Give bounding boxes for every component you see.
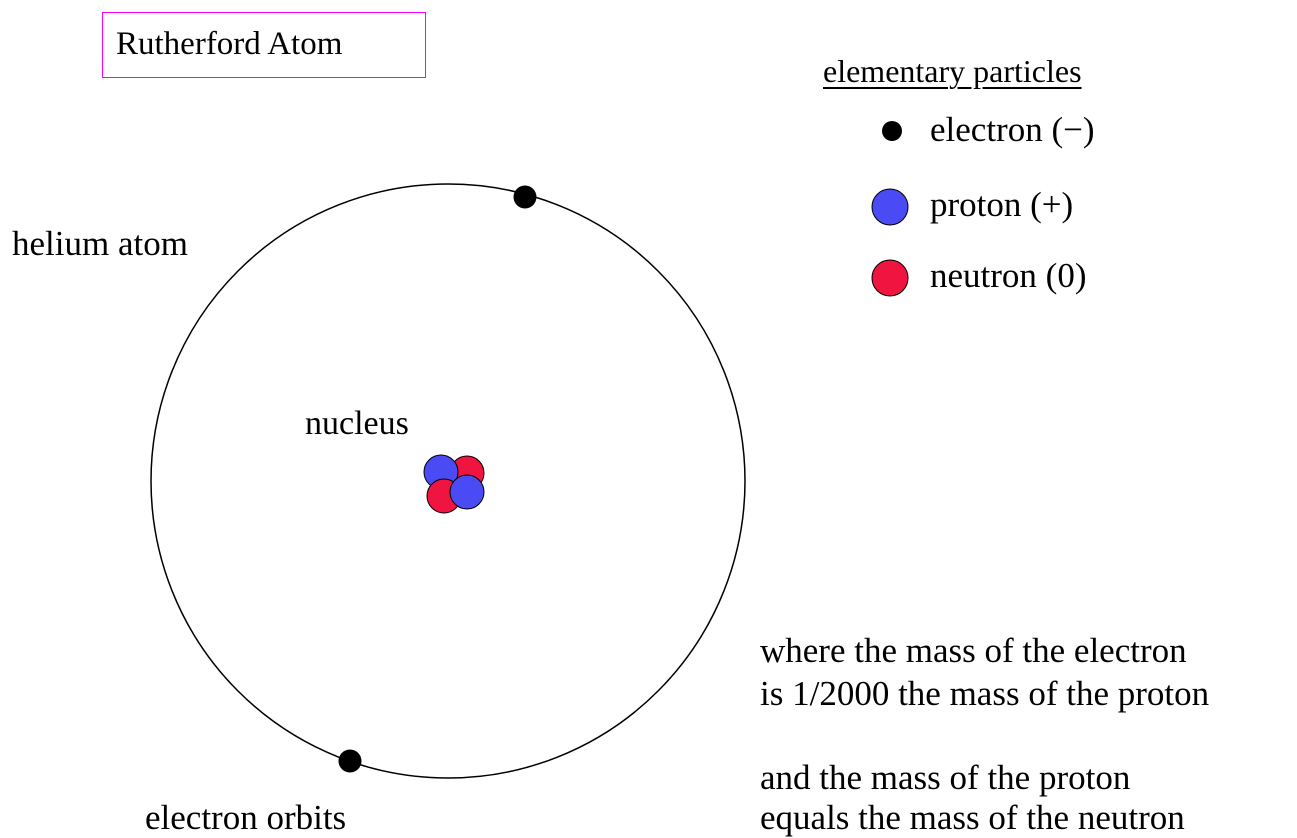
- nucleus: [424, 455, 484, 513]
- proton-legend-icon: [872, 189, 908, 225]
- electron-top: [514, 186, 537, 209]
- proton-particle: [450, 475, 484, 509]
- electron-bottom: [339, 750, 362, 773]
- electron-legend-icon: [882, 121, 902, 141]
- neutron-legend-icon: [872, 260, 908, 296]
